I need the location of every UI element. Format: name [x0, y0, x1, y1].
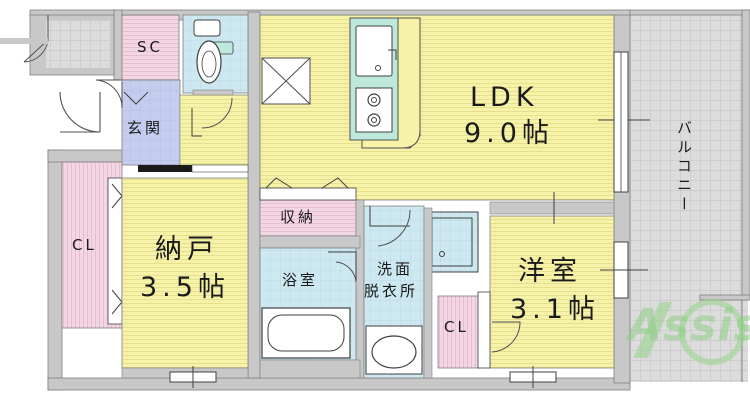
sc-label: SC [137, 38, 163, 56]
storage-closet [259, 177, 365, 379]
ldk-size: 9.0帖 [464, 118, 554, 149]
entrance-alcove [0, 9, 123, 81]
shuno-label: 収納 [280, 208, 317, 226]
senmen-label: 洗面 [377, 260, 414, 278]
nando-size: 3.5帖 [140, 272, 230, 303]
balcony-label: バルコニー [675, 120, 693, 215]
logo-text: Assist [628, 300, 750, 351]
nando-name: 納戸 [155, 234, 219, 265]
cl-left-label: CL [72, 236, 97, 254]
ldk-name: LDK [470, 82, 539, 113]
datsuijo-label: 脱衣所 [364, 282, 419, 300]
balcony [627, 9, 750, 382]
yokushitsu-label: 浴室 [282, 271, 319, 289]
bathroom [259, 247, 361, 379]
yoshitsu-name: 洋室 [518, 256, 582, 287]
nando-room [61, 161, 249, 388]
toilet-room [182, 14, 249, 97]
stove-icon [355, 87, 393, 133]
ldk-room [259, 14, 650, 201]
front-door-swing [59, 91, 101, 133]
yoshitsu-room [423, 192, 648, 388]
logo-mark [633, 299, 745, 365]
cl-right-label: CL [444, 318, 469, 336]
genkan-area [59, 79, 181, 166]
shoe-closet [121, 14, 180, 81]
genkan-label: 玄関 [127, 119, 164, 137]
washing-machine-area [425, 211, 479, 273]
washroom [363, 205, 479, 379]
sink-icon [355, 25, 393, 77]
yoshitsu-size: 3.1帖 [510, 294, 600, 325]
